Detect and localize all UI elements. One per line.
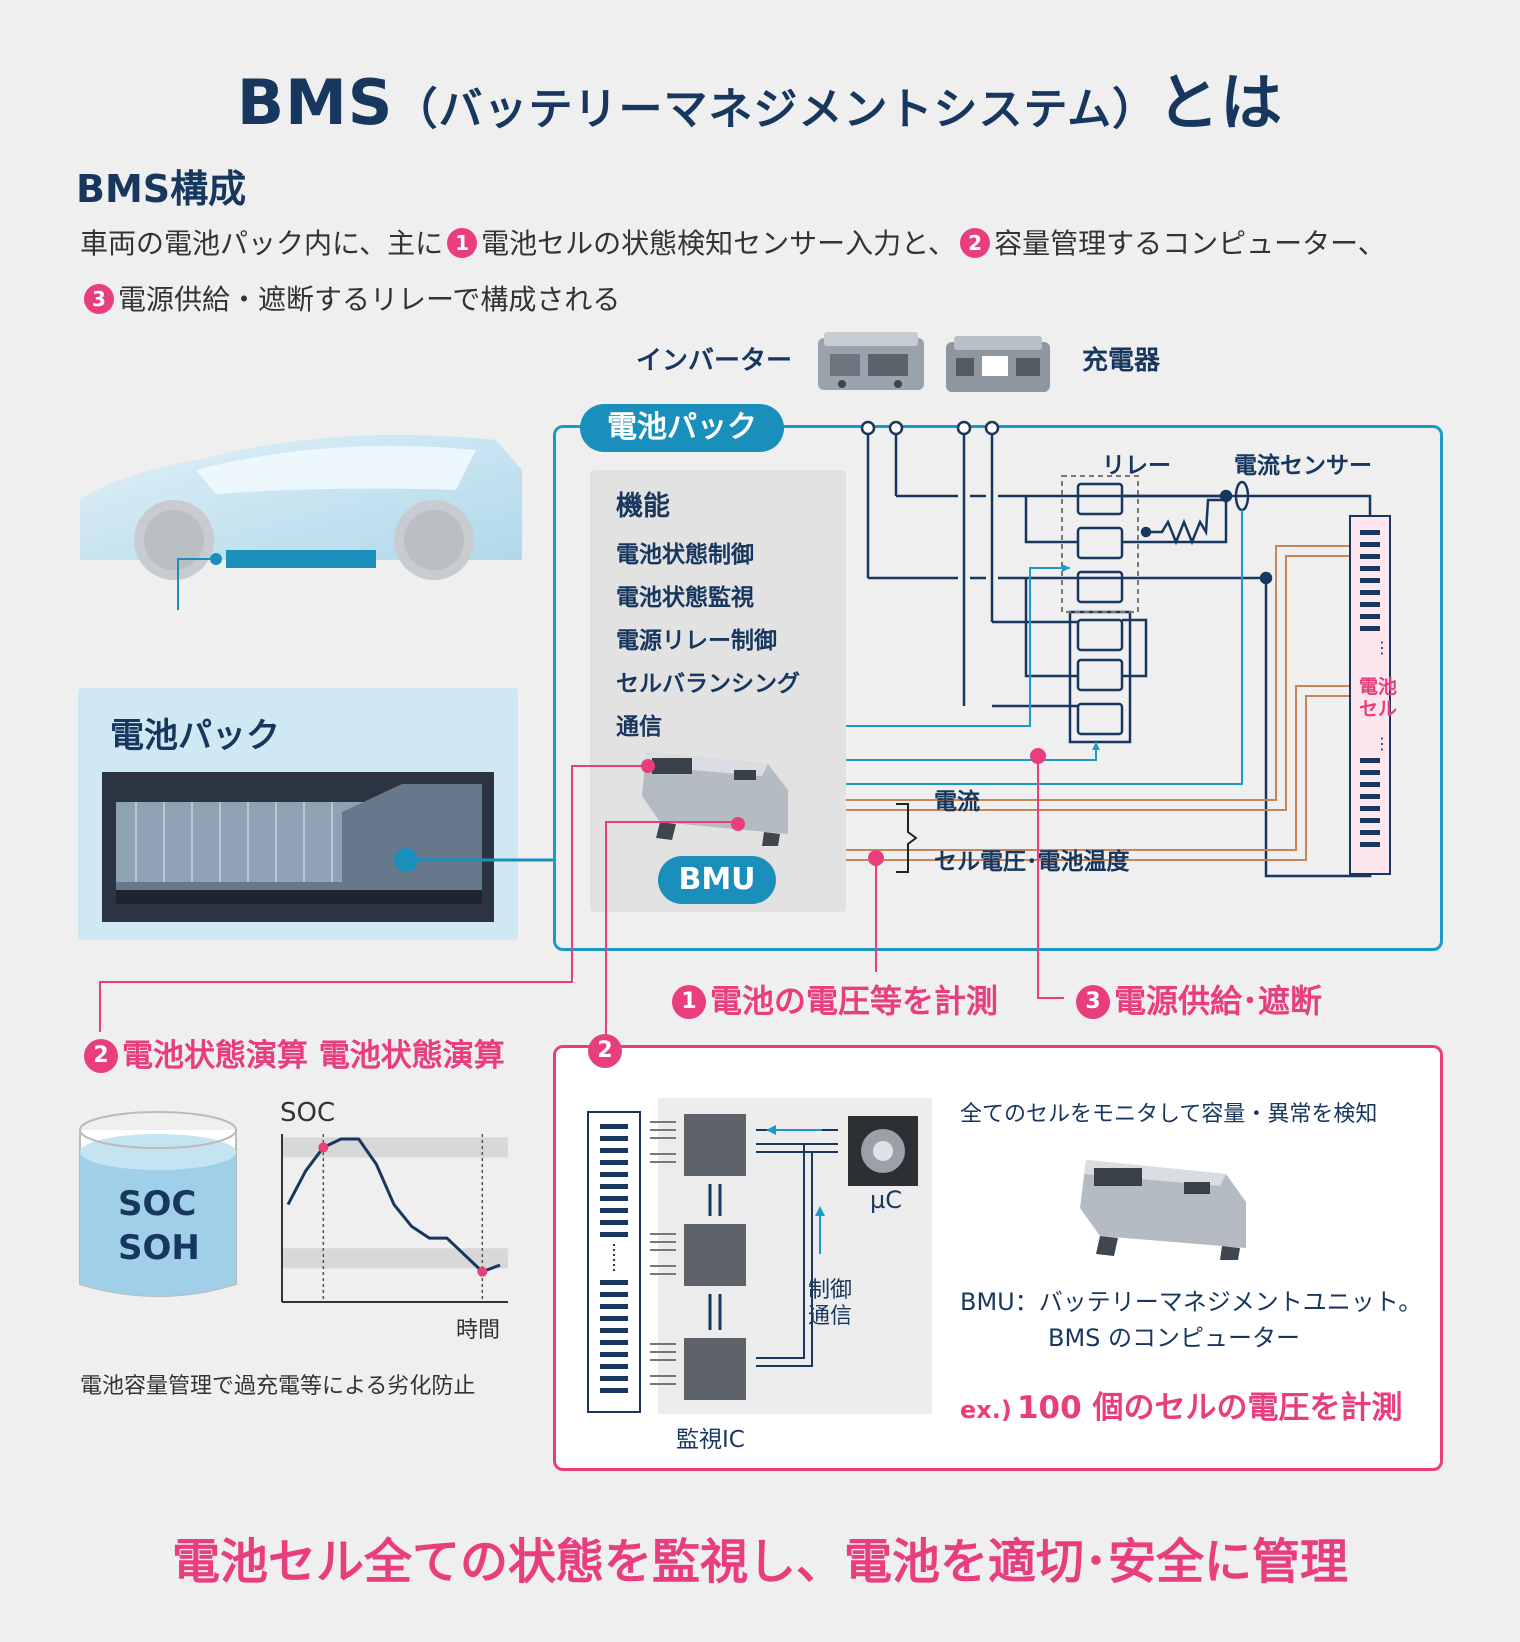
cell-voltage-label: セル電圧･電池温度 — [934, 849, 1130, 875]
battery-pack-image — [102, 772, 494, 922]
cell-dots-top: ⋮ — [1374, 638, 1390, 657]
monitor-schematic — [587, 1098, 932, 1414]
function-title: 機能 — [616, 491, 670, 522]
intro-1c: 容量管理するコンピューター、 — [994, 227, 1386, 260]
relay-label: リレー — [1102, 453, 1171, 479]
cell-dots-bottom: ⋮ — [1374, 734, 1390, 753]
main-title: BMS（バッテリーマネジメントシステム）とは — [0, 52, 1520, 142]
cell-label-1: 電池 — [1359, 676, 1398, 698]
bmu-def-1: BMU：バッテリーマネジメントユニット。 — [960, 1288, 1423, 1316]
cyl-soh: SOH — [118, 1228, 200, 1268]
bmu-tag: BMU — [658, 856, 776, 904]
marker-one: 1 — [672, 985, 706, 1019]
car-illustration — [80, 434, 522, 610]
section-title: BMS構成 — [76, 167, 247, 211]
uc-label: µC — [870, 1186, 903, 1214]
function-panel — [590, 470, 846, 912]
inverter-image — [818, 332, 924, 390]
current-sensor-label: 電流センサー — [1234, 453, 1372, 479]
charger-label: 充電器 — [1082, 346, 1161, 376]
pack-link — [404, 858, 554, 862]
function-item: 通信 — [616, 714, 662, 740]
ctrl-label-2: 通信 — [808, 1304, 853, 1329]
marker-three: 3 — [1076, 985, 1110, 1019]
marker-two: 2 — [84, 1039, 118, 1073]
chart-y-label: SOC — [280, 1098, 336, 1128]
charger-image — [946, 336, 1050, 392]
marker-two: 2 — [588, 1034, 622, 1068]
function-item: 電源リレー制御 — [616, 628, 777, 654]
example-body: 100 個のセルの電圧を計測 — [1016, 1390, 1403, 1426]
marker-one: 1 — [447, 228, 478, 258]
function-item: 電池状態監視 — [616, 585, 754, 611]
title-tail: とは — [1157, 66, 1284, 139]
inverter-label: インバーター — [636, 346, 793, 376]
intro-2: 電源供給・遮断するリレーで構成される — [118, 283, 621, 316]
marker-two: 2 — [960, 228, 991, 258]
soc-cylinder — [79, 1111, 237, 1297]
callout-measure-text: 電池の電圧等を計測 — [710, 982, 999, 1020]
callout-power-text: 電源供給･遮断 — [1114, 982, 1323, 1020]
cell-label-2: セル — [1359, 698, 1398, 720]
chart-x-label: 時間 — [456, 1318, 501, 1343]
intro-1a: 車両の電池パック内に、主に — [80, 227, 444, 260]
bmu-device-image — [641, 752, 788, 846]
function-item: セルバランシング — [616, 671, 800, 697]
current-label: 電流 — [934, 789, 980, 815]
title-paren: （バッテリーマネジメントシステム） — [393, 84, 1158, 135]
wiring-diagram — [846, 420, 1391, 878]
soc-band — [282, 1137, 508, 1158]
bmu-def-2: BMS のコンピューター — [1048, 1324, 1301, 1352]
example-prefix: ex.) — [960, 1396, 1012, 1424]
callout-calc-text: 電池状態演算 電池状態演算 — [122, 1038, 505, 1074]
intro-1b: 電池セルの状態検知センサー入力と、 — [481, 227, 957, 260]
example-line: ex.) 100 個のセルの電圧を計測 — [960, 1382, 1402, 1427]
bmu-detail-image — [1080, 1160, 1246, 1260]
detail-desc: 全てのセルをモニタして容量・異常を検知 — [960, 1102, 1378, 1127]
title-main: BMS — [236, 66, 394, 139]
function-item: 電池状態制御 — [616, 542, 754, 568]
left-pack-title: 電池パック — [110, 716, 280, 756]
pack-tag: 電池パック — [580, 404, 784, 452]
footer-message: 電池セル全ての状態を監視し、電池を適切･安全に管理 — [171, 1534, 1348, 1590]
soc-point — [477, 1266, 488, 1277]
soc-band — [282, 1248, 508, 1269]
marker-three: 3 — [84, 284, 114, 314]
soc-chart — [281, 1134, 508, 1303]
soc-point — [318, 1142, 329, 1153]
ctrl-label-1: 制御 — [808, 1278, 853, 1303]
detail-marker: 2 — [588, 1034, 622, 1068]
car-battery — [226, 550, 376, 568]
soc-caption: 電池容量管理で過充電等による劣化防止 — [80, 1374, 476, 1399]
callout-lines — [99, 760, 1064, 1038]
cyl-soc: SOC — [118, 1184, 197, 1224]
monitor-ic-label: 監視IC — [676, 1427, 745, 1453]
